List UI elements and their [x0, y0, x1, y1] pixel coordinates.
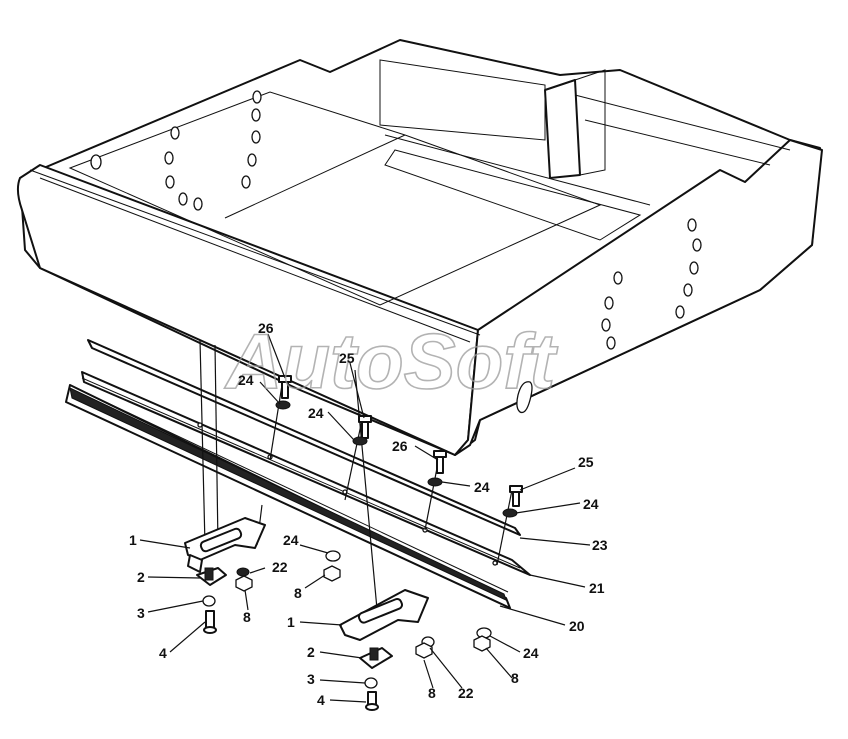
- bolt-26-left: [278, 375, 292, 399]
- label-26-top: 26: [258, 320, 274, 336]
- label-25-right: 25: [578, 454, 594, 470]
- nut-8-mid: [323, 565, 341, 582]
- part-labels: 26 25 24 24 26 24 25 24 23 21 20 24 8 22…: [129, 320, 608, 708]
- label-4-left: 4: [159, 645, 167, 661]
- label-26-mid: 26: [392, 438, 408, 454]
- strip-23: [87, 339, 521, 536]
- nut-8-right-a: [415, 642, 433, 659]
- washer-24-d: [502, 508, 518, 518]
- label-8-mid: 8: [294, 585, 302, 601]
- clamp-2-right: [359, 647, 393, 669]
- label-25-top: 25: [339, 350, 355, 366]
- washer-24-e: [325, 550, 341, 562]
- label-2-left: 2: [137, 569, 145, 585]
- label-21: 21: [589, 580, 605, 596]
- label-1-left: 1: [129, 532, 137, 548]
- label-20: 20: [569, 618, 585, 634]
- label-23: 23: [592, 537, 608, 553]
- label-4-right: 4: [317, 692, 325, 708]
- washer-3-right: [364, 677, 378, 689]
- washer-22-left: [236, 567, 250, 577]
- label-24-d: 24: [583, 496, 599, 512]
- nut-8-right-b: [473, 635, 491, 652]
- label-22-left: 22: [272, 559, 288, 575]
- label-8-mid-right: 8: [428, 685, 436, 701]
- frame-body: [16, 39, 823, 456]
- label-24-c: 24: [474, 479, 490, 495]
- bolt-4-left: [203, 610, 217, 634]
- label-24-b: 24: [308, 405, 324, 421]
- label-3-right: 3: [307, 671, 315, 687]
- washer-24-c: [427, 477, 443, 487]
- bolt-4-right: [365, 691, 379, 711]
- watermark-text: AutoSoft: [224, 317, 558, 405]
- washer-3-left: [202, 595, 216, 607]
- label-2-right: 2: [307, 644, 315, 660]
- label-24-a: 24: [238, 372, 254, 388]
- label-24-f: 24: [523, 645, 539, 661]
- label-3-left: 3: [137, 605, 145, 621]
- label-8-right: 8: [511, 670, 519, 686]
- label-22-right: 22: [458, 685, 474, 701]
- bolt-26-right: [433, 450, 447, 474]
- bracket-1-left: [184, 517, 266, 573]
- bolt-25-right: [509, 485, 523, 507]
- label-24-e: 24: [283, 532, 299, 548]
- label-1-right: 1: [287, 614, 295, 630]
- label-8-left: 8: [243, 609, 251, 625]
- bracket-1-right: [339, 589, 429, 641]
- washer-24-b: [352, 436, 368, 446]
- nut-8-left: [235, 575, 253, 592]
- strip-20: [65, 384, 511, 609]
- leader-lines: [139, 333, 591, 703]
- assembly-lines: [199, 339, 513, 621]
- clamp-2-left: [196, 567, 227, 586]
